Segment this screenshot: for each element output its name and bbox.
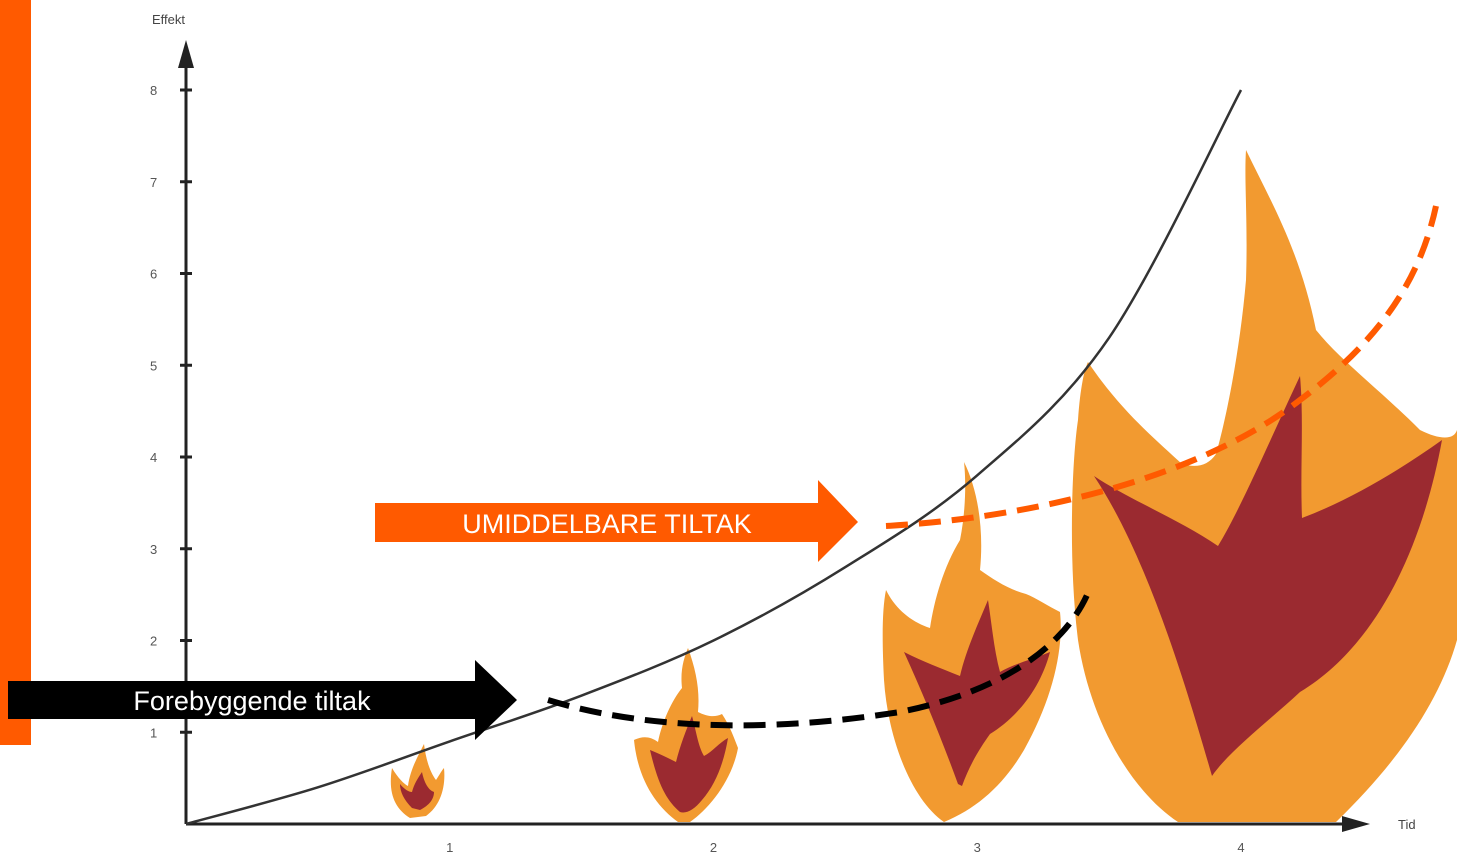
- immediate-action-arrow: [375, 480, 858, 562]
- y-tick-label-6: 6: [150, 267, 157, 282]
- immediate-action-dashed-curve: [885, 205, 1439, 529]
- y-tick-label-2: 2: [150, 634, 157, 649]
- preventive-action-callout: Forebyggende tiltak: [8, 660, 517, 740]
- growth-curve: [185, 89, 1243, 826]
- immediate-action-label: UMIDDELBARE TILTAK: [462, 509, 752, 539]
- flame-3: [882, 462, 1061, 822]
- preventive-action-arrow: [8, 660, 517, 740]
- flame-2-inner: [650, 716, 728, 813]
- preventive-action-label: Forebyggende tiltak: [133, 686, 371, 716]
- flame-4: [1071, 150, 1457, 822]
- x-tick-label-4: 4: [1237, 840, 1244, 855]
- flame-2: [634, 648, 738, 822]
- x-axis-title: Tid: [1398, 817, 1416, 832]
- y-ticks-group: 1 2 3 4 5 6 7 8: [150, 83, 192, 740]
- x-tick-label-3: 3: [974, 840, 981, 855]
- immediate-action-callout: UMIDDELBARE TILTAK: [375, 480, 858, 562]
- flame-1-inner: [400, 772, 434, 810]
- x-ticks-group: 1 2 3 4: [446, 840, 1244, 855]
- x-tick-label-2: 2: [710, 840, 717, 855]
- preventive-action-dashed-curve: [547, 586, 1093, 729]
- flame-4-inner: [1094, 376, 1442, 776]
- y-axis-arrow: [178, 40, 194, 68]
- y-tick-label-8: 8: [150, 83, 157, 98]
- y-tick-label-3: 3: [150, 542, 157, 557]
- y-axis-title: Effekt: [152, 12, 185, 27]
- x-tick-label-1: 1: [446, 840, 453, 855]
- y-tick-label-7: 7: [150, 175, 157, 190]
- y-tick-label-5: 5: [150, 358, 157, 373]
- flame-3-inner: [904, 600, 1050, 786]
- y-tick-label-1: 1: [150, 725, 157, 740]
- flames-group: [390, 150, 1457, 822]
- accent-side-bar: [0, 0, 31, 745]
- y-tick-label-4: 4: [150, 450, 157, 465]
- x-axis-arrow: [1342, 816, 1370, 832]
- flame-1: [390, 744, 445, 818]
